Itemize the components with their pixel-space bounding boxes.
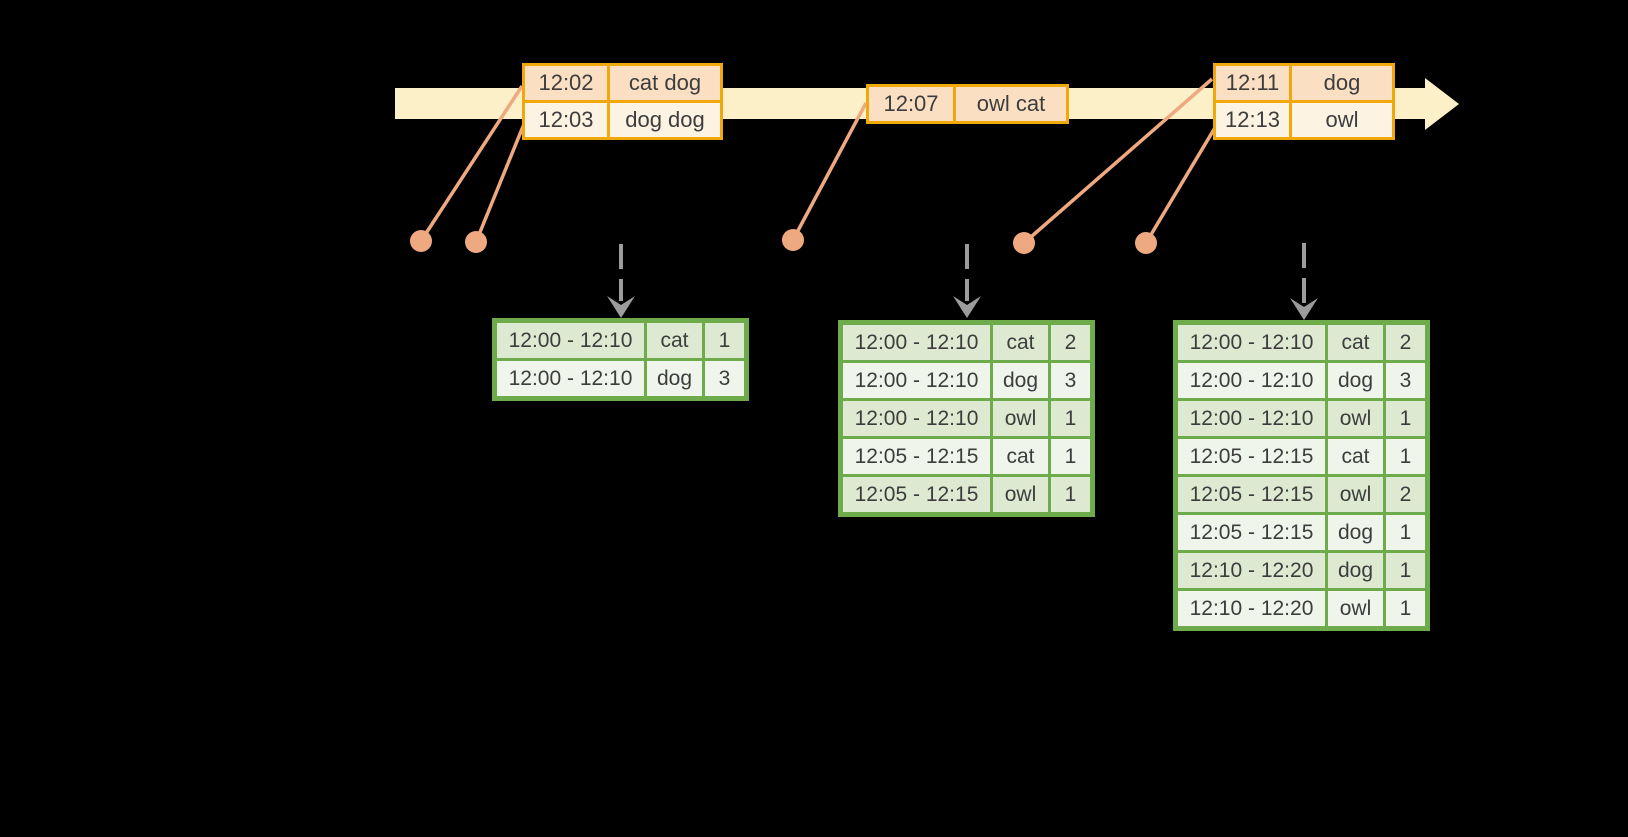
table-cell: 12:05 - 12:15 bbox=[1178, 477, 1325, 512]
event-connector-line bbox=[791, 102, 868, 241]
timeline-arrow-head-icon bbox=[1425, 78, 1459, 130]
event-connector-line bbox=[474, 123, 526, 243]
event-dot-icon bbox=[1013, 232, 1035, 254]
table-cell: 12:00 - 12:10 bbox=[497, 361, 644, 396]
table-cell: 1 bbox=[1386, 401, 1425, 436]
table-cell: 3 bbox=[1051, 363, 1090, 398]
table-cell: 1 bbox=[1051, 439, 1090, 474]
table-cell: dog bbox=[1328, 515, 1383, 550]
table-cell: owl bbox=[1328, 591, 1383, 626]
table-cell: 2 bbox=[1386, 325, 1425, 360]
table-cell: cat bbox=[1328, 325, 1383, 360]
table-cell: 1 bbox=[1051, 401, 1090, 436]
table-cell: owl bbox=[1292, 103, 1392, 137]
table-cell: cat bbox=[1328, 439, 1383, 474]
event-connector-line bbox=[1144, 125, 1218, 244]
trigger-arrow-head bbox=[953, 296, 981, 318]
table-cell: dog bbox=[1328, 553, 1383, 588]
table-cell: 12:00 - 12:10 bbox=[843, 401, 990, 436]
trigger-arrow-down-icon bbox=[953, 244, 981, 318]
table-cell: 1 bbox=[1051, 477, 1090, 512]
table-cell: cat bbox=[647, 323, 702, 358]
table-cell: cat dog bbox=[610, 66, 720, 100]
table-cell: 12:07 bbox=[869, 87, 953, 121]
event-connector-line bbox=[1022, 77, 1214, 245]
table-cell: 12:03 bbox=[525, 103, 607, 137]
table-cell: 1 bbox=[1386, 515, 1425, 550]
table-cell: cat bbox=[993, 325, 1048, 360]
table-cell: 12:00 - 12:10 bbox=[843, 325, 990, 360]
table-cell: 12:00 - 12:10 bbox=[1178, 401, 1325, 436]
table-cell: 12:00 - 12:10 bbox=[497, 323, 644, 358]
table-cell: dog bbox=[1292, 66, 1392, 100]
table-cell: 12:11 bbox=[1216, 66, 1289, 100]
table-cell: 1 bbox=[1386, 591, 1425, 626]
table-cell: 12:05 - 12:15 bbox=[1178, 439, 1325, 474]
table-cell: 12:10 - 12:20 bbox=[1178, 591, 1325, 626]
table-cell: owl cat bbox=[956, 87, 1066, 121]
trigger-arrow-head bbox=[607, 296, 635, 318]
table-cell: 2 bbox=[1386, 477, 1425, 512]
table-cell: dog bbox=[647, 361, 702, 396]
table-cell: 1 bbox=[705, 323, 744, 358]
table-cell: 12:00 - 12:10 bbox=[1178, 363, 1325, 398]
table-cell: dog bbox=[1328, 363, 1383, 398]
event-dot-icon bbox=[410, 230, 432, 252]
table-cell: 12:02 bbox=[525, 66, 607, 100]
table-cell: 12:05 - 12:15 bbox=[843, 477, 990, 512]
table-cell: 12:10 - 12:20 bbox=[1178, 553, 1325, 588]
table-cell: 3 bbox=[705, 361, 744, 396]
table-cell: owl bbox=[993, 401, 1048, 436]
table-cell: owl bbox=[1328, 477, 1383, 512]
trigger-arrow-down-icon bbox=[1290, 243, 1318, 320]
table-cell: 3 bbox=[1386, 363, 1425, 398]
table-cell: dog bbox=[993, 363, 1048, 398]
event-connector-line bbox=[419, 85, 524, 242]
table-cell: cat bbox=[993, 439, 1048, 474]
table-cell: 1 bbox=[1386, 439, 1425, 474]
table-cell: 12:05 - 12:15 bbox=[1178, 515, 1325, 550]
trigger-arrow-down-icon bbox=[607, 244, 635, 318]
table-cell: owl bbox=[1328, 401, 1383, 436]
event-dot-icon bbox=[1135, 232, 1157, 254]
table-cell: 12:05 - 12:15 bbox=[843, 439, 990, 474]
event-dot-icon bbox=[782, 229, 804, 251]
table-cell: owl bbox=[993, 477, 1048, 512]
trigger-arrow-head bbox=[1290, 298, 1318, 320]
table-cell: 1 bbox=[1386, 553, 1425, 588]
table-cell: 12:00 - 12:10 bbox=[1178, 325, 1325, 360]
table-cell: 12:13 bbox=[1216, 103, 1289, 137]
event-dot-icon bbox=[465, 231, 487, 253]
table-cell: 2 bbox=[1051, 325, 1090, 360]
table-cell: dog dog bbox=[610, 103, 720, 137]
table-cell: 12:00 - 12:10 bbox=[843, 363, 990, 398]
